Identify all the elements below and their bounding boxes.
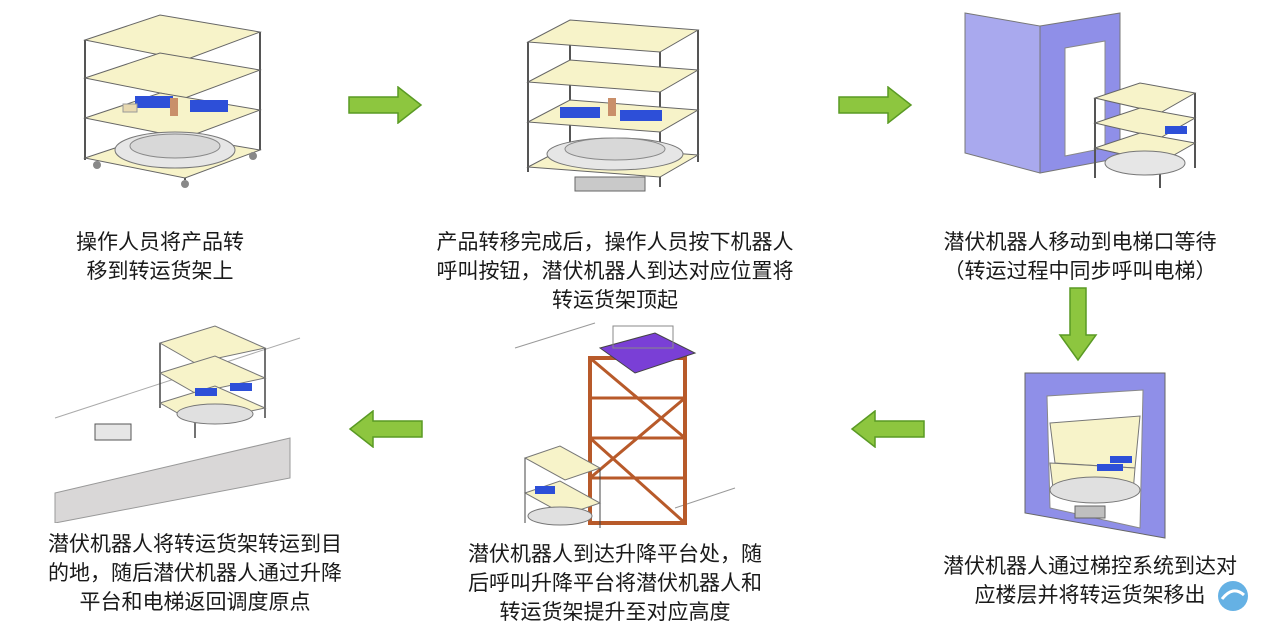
step6-caption-line: 潜伏机器人将转运货架转运到目 bbox=[48, 532, 342, 556]
watermark-logo bbox=[1218, 581, 1248, 611]
step3-caption-line: 潜伏机器人移动到电梯口等待 bbox=[943, 230, 1217, 254]
step6-illustration bbox=[54, 325, 301, 523]
arrow-right-2 bbox=[838, 86, 913, 124]
step3-caption-line: （转运过程中同步呼叫电梯） bbox=[943, 259, 1217, 283]
step4-caption: 潜伏机器人通过梯控系统到达对 应楼层并将转运货架移出 bbox=[920, 552, 1260, 610]
step6-caption-line: 的地，随后潜伏机器人通过升降 bbox=[48, 561, 342, 585]
step2-caption-line: 转运货架顶起 bbox=[552, 288, 678, 312]
step5-caption-line: 转运货架提升至对应高度 bbox=[499, 600, 731, 624]
arrow-left-2 bbox=[348, 410, 423, 448]
step2-caption: 产品转移完成后，操作人员按下机器人 呼叫按钮，潜伏机器人到达对应位置将 转运货架… bbox=[410, 228, 820, 315]
step4-illustration bbox=[1024, 372, 1166, 539]
step1-illustration bbox=[83, 14, 262, 188]
step5-caption-line: 潜伏机器人到达升降平台处，随 bbox=[468, 542, 762, 566]
step1-caption-line: 移到转运货架上 bbox=[86, 259, 234, 283]
arrow-down bbox=[1058, 287, 1098, 362]
step3-illustration bbox=[964, 12, 1197, 188]
step2-illustration bbox=[526, 19, 700, 192]
step3-caption: 潜伏机器人移动到电梯口等待 （转运过程中同步呼叫电梯） bbox=[920, 228, 1240, 286]
step5-caption-line: 后呼叫升降平台将潜伏机器人和 bbox=[468, 571, 762, 595]
step6-caption: 潜伏机器人将转运货架转运到目 的地，随后潜伏机器人通过升降 平台和电梯返回调度原… bbox=[20, 530, 370, 617]
step2-caption-line: 呼叫按钮，潜伏机器人到达对应位置将 bbox=[436, 259, 794, 283]
step6-caption-line: 平台和电梯返回调度原点 bbox=[79, 590, 311, 614]
arrow-right-1 bbox=[348, 86, 423, 124]
step2-caption-line: 产品转移完成后，操作人员按下机器人 bbox=[436, 230, 794, 254]
step5-caption: 潜伏机器人到达升降平台处，随 后呼叫升降平台将潜伏机器人和 转运货架提升至对应高… bbox=[440, 540, 790, 627]
step1-caption-line: 操作人员将产品转 bbox=[76, 230, 244, 254]
step4-caption-line: 应楼层并将转运货架移出 bbox=[974, 583, 1206, 607]
arrow-left-1 bbox=[850, 410, 925, 448]
step4-caption-line: 潜伏机器人通过梯控系统到达对 bbox=[943, 554, 1237, 578]
step1-caption: 操作人员将产品转 移到转运货架上 bbox=[50, 228, 270, 286]
step5-illustration bbox=[514, 322, 736, 528]
